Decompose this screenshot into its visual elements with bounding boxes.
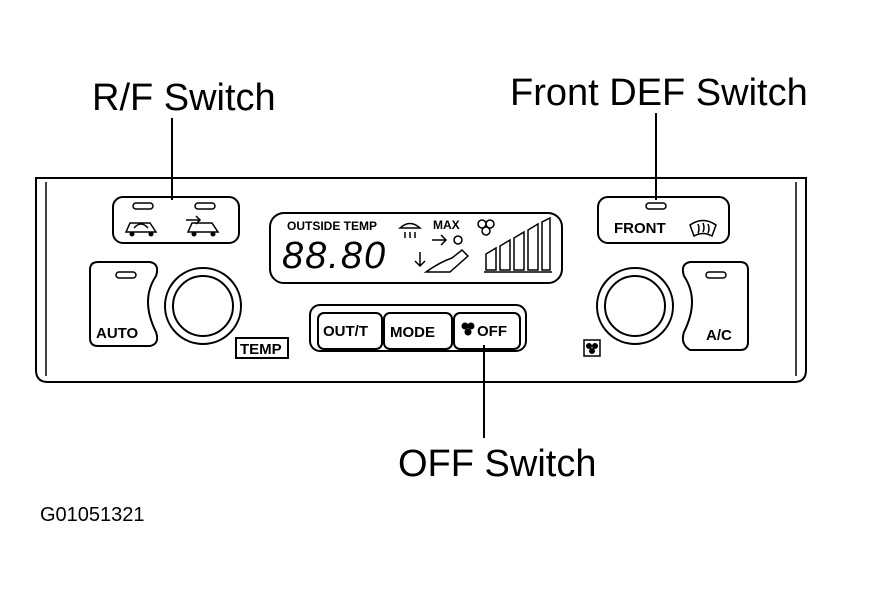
ac-button[interactable]: A/C xyxy=(681,261,749,351)
fan-icon xyxy=(461,322,475,336)
front-def-label: FRONT xyxy=(614,220,666,237)
rf-switch-callout: R/F Switch xyxy=(92,77,276,119)
auto-button[interactable]: AUTO xyxy=(89,261,159,347)
control-panel xyxy=(35,177,807,383)
fan-indicator-icon xyxy=(477,219,495,236)
auto-indicator-led xyxy=(115,271,137,279)
temp-label: TEMP xyxy=(240,341,282,358)
rf-indicator-left-led xyxy=(132,202,154,210)
off-switch-callout: OFF Switch xyxy=(398,443,596,485)
temperature-readout: 88.80 xyxy=(282,235,387,277)
auto-label: AUTO xyxy=(96,325,139,342)
off-button[interactable]: OFF xyxy=(453,312,521,350)
rf-switch[interactable] xyxy=(112,196,240,244)
out-t-button[interactable]: OUT/T xyxy=(317,312,383,350)
center-button-strip xyxy=(309,304,527,352)
lcd-display: OUTSIDE TEMP MAX 88.80 xyxy=(269,212,563,284)
temp-knob[interactable] xyxy=(164,267,242,345)
fan-speed-knob[interactable] xyxy=(596,267,674,345)
ac-label: A/C xyxy=(706,327,732,344)
front-def-indicator-led xyxy=(645,202,667,210)
outside-temp-label: OUTSIDE TEMP xyxy=(287,219,377,233)
fresh-air-car-icon xyxy=(186,215,220,237)
mode-button[interactable]: MODE xyxy=(383,312,453,350)
defrost-indicator-icon xyxy=(398,222,422,238)
ac-indicator-led xyxy=(705,271,727,279)
temp-label-box: TEMP xyxy=(235,337,289,359)
off-label: OFF xyxy=(477,323,507,340)
fan-speed-icon xyxy=(583,339,601,357)
front-def-switch-callout: Front DEF Switch xyxy=(510,72,808,114)
max-label: MAX xyxy=(433,218,460,232)
out-t-label: OUT/T xyxy=(323,323,368,340)
fan-speed-bars-icon xyxy=(484,216,552,273)
figure-id: G01051321 xyxy=(40,504,145,526)
mode-label: MODE xyxy=(390,324,435,341)
recirculate-car-icon xyxy=(124,222,158,237)
front-def-switch[interactable]: FRONT xyxy=(597,196,730,244)
rf-indicator-right-led xyxy=(194,202,216,210)
windshield-defrost-icon xyxy=(689,219,717,238)
airflow-mode-icon xyxy=(414,234,470,273)
